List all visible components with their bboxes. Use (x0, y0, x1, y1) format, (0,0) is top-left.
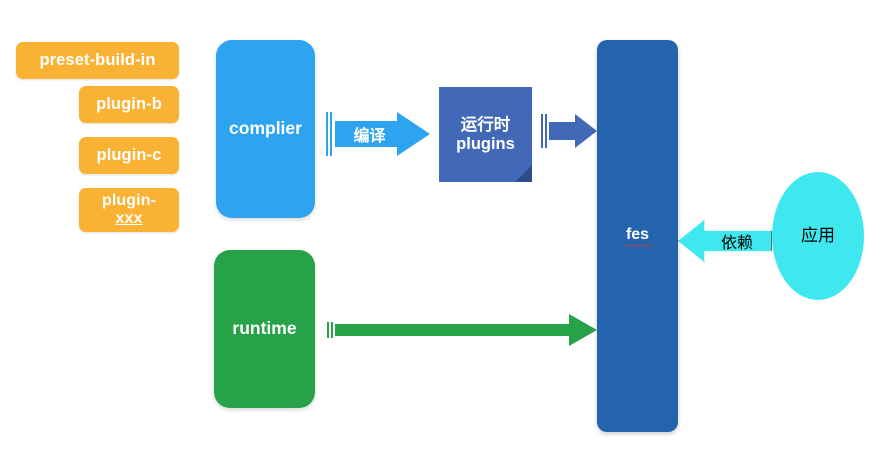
runtime-plugins-document[interactable]: 运行时 plugins (439, 87, 532, 182)
depend-arrow-label: 依赖 (720, 235, 753, 252)
plugin-chip-plugin-xxx[interactable]: plugin- xxx (79, 188, 179, 232)
compile-arrow-tail (326, 112, 333, 156)
plugins-to-fes-arrow (541, 114, 597, 148)
application-ellipse[interactable]: 应用 (772, 172, 864, 300)
compile-arrow-label: 编译 (353, 128, 386, 145)
plugins-to-fes-arrow-head (575, 114, 597, 148)
fes-block[interactable]: fes (597, 40, 678, 432)
fes-block-label: fes (624, 226, 653, 247)
runtime-plugins-line2: plugins (456, 134, 515, 153)
complier-block[interactable]: complier (216, 40, 315, 218)
depend-arrow: 依赖 (678, 220, 772, 262)
plugins-to-fes-arrow-shaft (549, 122, 577, 140)
runtime-to-fes-arrow (327, 312, 597, 348)
plugin-chip-label: plugin-c (96, 146, 162, 165)
plugin-chip-preset-build-in[interactable]: preset-build-in (16, 42, 179, 79)
compile-arrow-shaft (335, 121, 400, 147)
plugin-chip-label: plugin-b (96, 95, 162, 114)
runtime-block[interactable]: runtime (214, 250, 315, 408)
runtime-plugins-line1: 运行时 (460, 116, 511, 135)
compile-arrow-body: 编译 (335, 112, 404, 156)
runtime-to-fes-arrow-tail (327, 312, 334, 348)
runtime-to-fes-arrow-shaft (335, 324, 571, 336)
plugins-to-fes-arrow-tail (541, 114, 548, 148)
complier-block-label: complier (229, 118, 302, 139)
plugin-chip-label-line1: plugin- (101, 192, 156, 210)
runtime-to-fes-arrow-head (569, 314, 597, 346)
runtime-plugins-label: 运行时 plugins (456, 116, 515, 153)
runtime-block-label: runtime (232, 318, 297, 339)
compile-arrow: 编译 (326, 112, 430, 156)
plugin-chip-plugin-b[interactable]: plugin-b (79, 86, 179, 123)
plugin-chip-label-line2: xxx (115, 210, 143, 227)
plugin-chip-plugin-c[interactable]: plugin-c (79, 137, 179, 174)
plugin-chip-label: plugin- xxx (102, 192, 156, 228)
application-label: 应用 (801, 226, 835, 246)
plugin-chip-label: preset-build-in (39, 51, 156, 70)
